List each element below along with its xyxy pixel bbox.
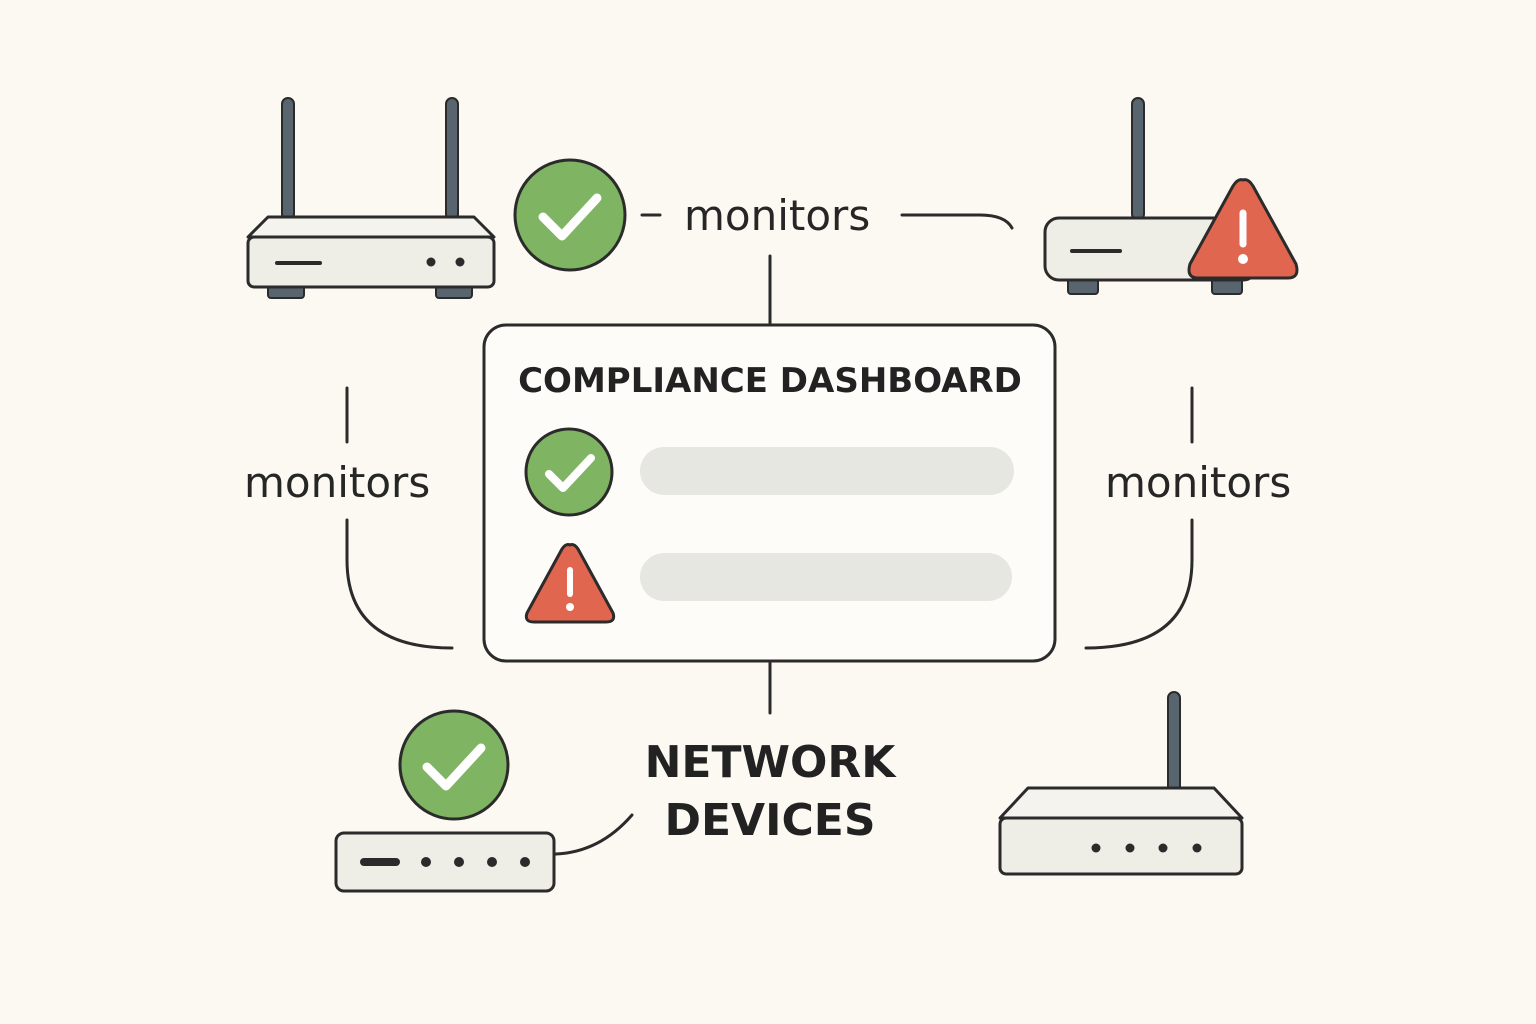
- connector-label-left: monitors: [244, 458, 431, 507]
- network-devices-label: NETWORK DEVICES: [600, 734, 940, 850]
- connector-right-lower: [1084, 518, 1194, 650]
- compliance-dashboard-panel: [482, 323, 1057, 663]
- connector-top-right: [900, 213, 1014, 230]
- connector-label-top: monitors: [684, 191, 871, 240]
- check-circle-icon: [513, 158, 627, 272]
- network-devices-line-1: NETWORK: [644, 737, 896, 788]
- access-point-bottom-right: [998, 691, 1244, 876]
- warning-triangle-icon: [524, 543, 616, 624]
- connector-left-lower: [345, 518, 454, 650]
- dashboard-row-bar-1: [640, 447, 1014, 495]
- router-top-left: [246, 97, 496, 299]
- check-circle-icon: [524, 427, 614, 517]
- connector-bottom-left: [554, 813, 634, 856]
- network-devices-line-2: DEVICES: [664, 795, 876, 846]
- connector-label-right: monitors: [1105, 458, 1292, 507]
- check-circle-icon: [398, 709, 510, 821]
- dashboard-title: COMPLIANCE DASHBOARD: [518, 361, 1022, 401]
- dashboard-row-bar-2: [640, 553, 1012, 601]
- warning-triangle-icon: [1187, 178, 1299, 280]
- modem-bottom-left: [334, 831, 556, 893]
